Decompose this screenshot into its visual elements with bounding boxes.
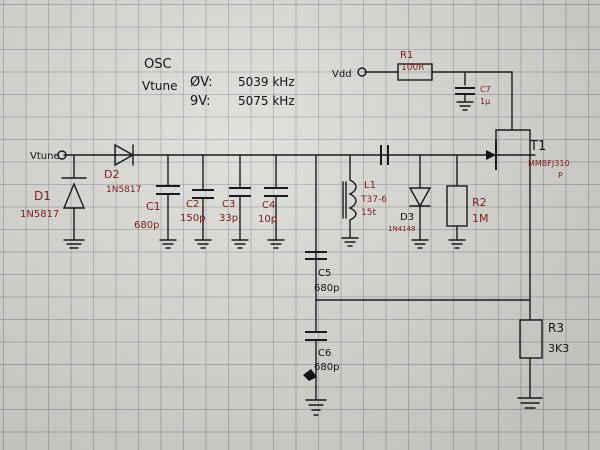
r1-label: R1 [400,50,413,61]
capacitor-c7 [455,87,475,111]
capacitor-c2 [192,154,214,249]
ink-smudge [303,369,317,381]
c1-label: C1 [146,200,161,213]
capacitor-c4 [264,154,288,249]
t1-part: MMBFJ310 [528,159,570,168]
capacitor-c3 [229,154,251,249]
r3-value: 3K3 [548,342,569,355]
r2-label: R2 [472,196,487,209]
c5-label: C5 [318,268,331,279]
c3-value: 33p [219,213,238,224]
diode-d3 [408,154,432,249]
resistor-r1 [397,63,433,81]
c3-label: C3 [222,199,235,210]
capacitor-c1 [156,154,180,249]
c4-label: C4 [262,200,275,211]
resistor-r2 [446,154,468,249]
inductor-l1 [341,154,359,247]
osc-line2-freq: 5075 kHz [238,94,295,108]
d3-label: D3 [400,212,414,223]
c2-label: C2 [186,199,199,210]
d3-part: 1N4148 [388,225,416,233]
coupling-capacitor [380,145,389,165]
osc-note: OSC Vtune ØV: 5039 kHz 9V: 5075 kHz [142,57,295,109]
resistor-r3 [517,319,543,409]
capacitor-c5 [305,251,327,260]
vtune-input-label: Vtune [30,151,60,162]
c7-label: C7 [480,85,491,94]
d1-part: 1N5817 [20,209,59,220]
l1-label: L1 [364,180,376,191]
osc-line1-freq: 5039 kHz [238,75,295,89]
vtune-terminal [57,150,67,160]
vdd-terminal [357,67,367,77]
c5-value: 680p [314,283,339,294]
c2-value: 150p [180,213,205,224]
wires [63,71,536,399]
l1-core: T37-6 [360,195,387,205]
d2-part: 1N5817 [106,185,141,195]
l1-turns: 15t [361,208,376,218]
r1-value: 100R [401,63,424,73]
diode-d1 [61,154,87,249]
d1-label: D1 [34,189,51,203]
osc-title: OSC [144,57,172,72]
c7-value: 1µ [480,97,490,106]
capacitor-c6 [303,299,327,416]
d2-label: D2 [104,168,119,181]
r2-value: 1M [472,212,489,225]
c6-value: 680p [314,362,339,373]
c1-value: 680p [134,220,159,231]
diode-d2 [114,143,135,167]
c6-label: C6 [318,348,331,359]
transistor-t1 [486,140,497,170]
r3-label: R3 [548,321,564,335]
osc-line1-voltage: ØV: [190,75,212,90]
osc-line2-voltage: 9V: [190,94,210,109]
t1-label: T1 [529,139,546,154]
vdd-label: Vdd [332,69,352,80]
c4-value: 10p [258,214,277,225]
t1-suffix: P [558,171,563,180]
osc-vtune-label: Vtune [142,79,178,93]
